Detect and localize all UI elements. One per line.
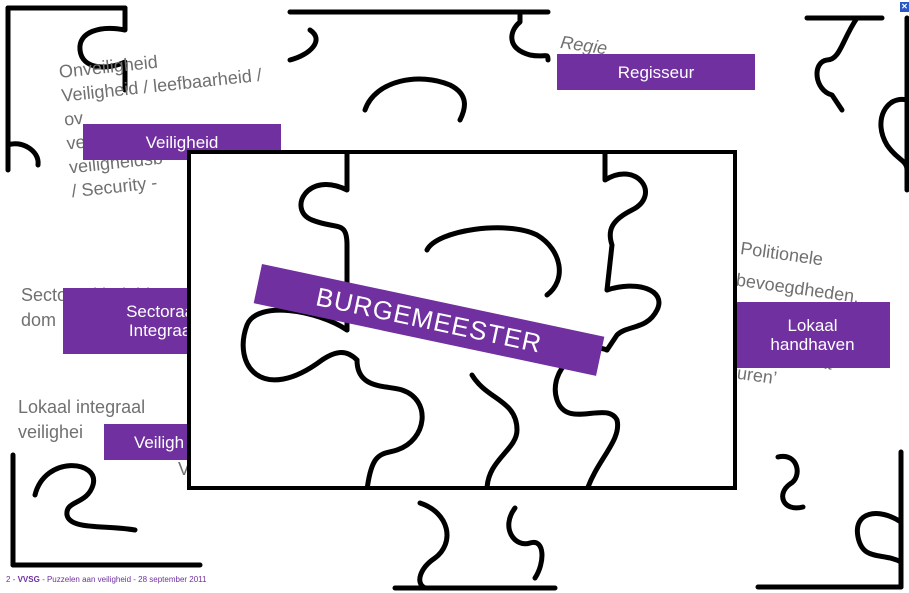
footer-org: VVSG [17, 575, 40, 584]
puzzle-piece-top-center [287, 9, 551, 123]
slide-footer: 2 - VVSG - Puzzelen aan veiligheid - 28 … [6, 575, 206, 584]
footer-separator: - [12, 575, 16, 584]
puzzle-piece-top-left [5, 5, 128, 173]
sectoraal-tag-line-1: Sectoraal [126, 302, 198, 321]
veiligh-tag-label: Veiligh [133, 432, 185, 452]
puzzle-piece-top-right [804, 15, 909, 193]
puzzle-piece-bottom-center [392, 500, 558, 591]
footer-page-number: 2 [6, 575, 11, 584]
close-icon[interactable]: ✕ [900, 2, 909, 12]
veiligheid-tag-label: Veiligheid [145, 132, 219, 152]
bottom-left-line-2: veilighei [18, 422, 84, 442]
regisseur-tag: Regisseur [557, 54, 755, 90]
lokaal-tag-line-1: Lokaal [787, 316, 838, 335]
puzzle-piece-bottom-left [10, 452, 203, 568]
middle-right-line-1: Politionele [739, 238, 825, 270]
footer-title: Puzzelen aan veiligheid - 28 september 2… [46, 575, 207, 584]
bottom-left-line-1: Lokaal integraal [18, 397, 146, 417]
footer-separator-2: - [42, 575, 45, 584]
regisseur-tag-label: Regisseur [617, 62, 695, 82]
lokaal-tag-line-2: handhaven [770, 335, 855, 354]
lokaal-handhaven-tag: Lokaal handhaven [735, 302, 890, 368]
middle-left-line-2: dom [21, 310, 57, 330]
sectoraal-tag-line-2: Integraal [128, 321, 196, 340]
puzzle-piece-bottom-right [755, 449, 904, 590]
